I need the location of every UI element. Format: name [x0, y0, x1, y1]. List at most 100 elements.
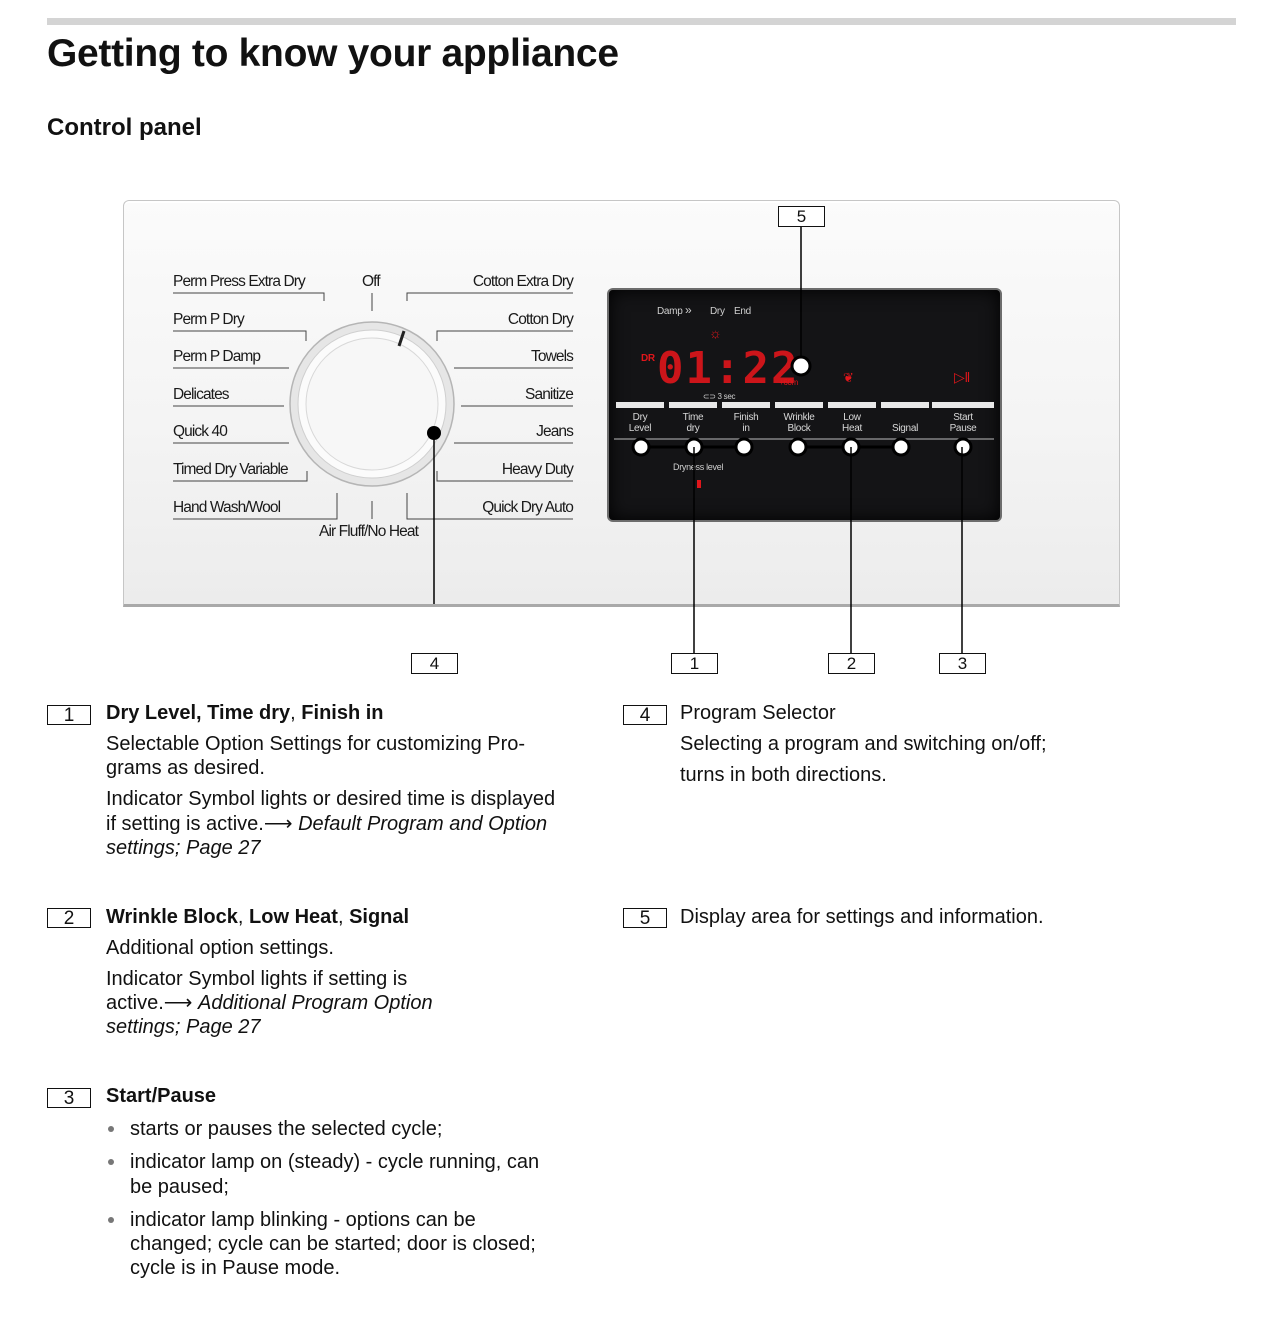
start-pause-icon: ▷‖ [954, 369, 970, 385]
title-part: , [337, 906, 350, 928]
program-label: Perm P Damp [173, 348, 261, 365]
cross-reference-link[interactable]: settings; Page 27 [106, 1016, 261, 1038]
title-part: , [237, 906, 250, 928]
bullet-dot [108, 1217, 114, 1223]
page-title: Getting to know your appliance [47, 32, 619, 75]
bullet-dot [108, 1159, 114, 1165]
callout-2: 2 [828, 653, 875, 674]
plus60-indicator: +60m [779, 378, 799, 387]
program-label: Delicates [173, 386, 230, 403]
button-label: Low [843, 412, 861, 423]
dr-indicator: DR [641, 353, 655, 364]
program-label: Cotton Extra Dry [472, 273, 574, 290]
item-1-text: if setting is active.⟶ Default Program a… [106, 812, 547, 836]
title-part: Low Heat [249, 906, 338, 928]
item-number-2: 2 [47, 908, 91, 928]
cross-reference-link[interactable]: settings; Page 27 [106, 837, 261, 859]
program-label: Perm P Dry [173, 311, 245, 328]
option-button-bars [614, 402, 994, 488]
program-label: Towels [531, 348, 574, 365]
progress-chevron-icon: » [685, 303, 692, 317]
item-2-text: Additional option settings. [106, 937, 334, 959]
status-end: End [734, 306, 751, 317]
program-label: Cotton Dry [507, 311, 574, 328]
item-4-text: turns in both directions. [680, 764, 887, 786]
key-icon: ⊂⊃ [702, 392, 718, 401]
item-1-text: settings; Page 27 [106, 836, 261, 860]
bullet-text: indicator lamp on (steady) - cycle runni… [130, 1151, 540, 1173]
program-label: Quick 40 [173, 423, 228, 440]
button-label: Level [628, 423, 652, 434]
lock-hold-label: ⊂⊃ 3 sec [669, 391, 769, 402]
item-1-title: Dry Level, Time dry, Finish in [106, 701, 384, 725]
button-label: Finish [733, 412, 759, 423]
text-part: active.⟶ [106, 992, 199, 1014]
callout-4: 4 [411, 653, 458, 674]
item-3-title: Start/Pause [106, 1084, 216, 1108]
lock-hold-text: 3 sec [717, 392, 736, 401]
status-dry: Dry [710, 306, 725, 317]
title-part: Signal [349, 906, 410, 928]
title-part: Wrinkle Block [106, 906, 238, 928]
button-label: Heat [842, 423, 862, 434]
program-label: Sanitize [525, 386, 574, 403]
button-label: Signal [892, 423, 918, 434]
text-part: if setting is active.⟶ [106, 813, 299, 835]
item-5-text: Display area for settings and informatio… [680, 906, 1044, 928]
title-part: , [290, 702, 302, 724]
button-label: Wrinkle [783, 412, 815, 423]
button-label: Pause [949, 423, 977, 434]
item-1-text: Indicator Symbol lights or desired time … [106, 788, 556, 810]
item-4-title: Program Selector [680, 702, 836, 724]
program-label-off: Off [362, 273, 381, 290]
item-4-text: Selecting a program and switching on/off… [680, 733, 1047, 755]
button-label: in [742, 423, 750, 434]
callout-1: 1 [671, 653, 718, 674]
item-number-3: 3 [47, 1088, 91, 1108]
program-label: Heavy Duty [501, 461, 574, 478]
bullet-continuation: cycle is in Pause mode. [130, 1257, 341, 1279]
button-label: Time [682, 412, 704, 423]
program-label: Perm Press Extra Dry [173, 273, 306, 290]
bullet-text: starts or pauses the selected cycle; [130, 1118, 443, 1140]
program-label: Timed Dry Variable [173, 461, 289, 478]
header-rule [47, 18, 1236, 25]
button-label: Start [953, 412, 973, 423]
time-readout: 01:22 [657, 343, 800, 394]
cross-reference-link[interactable]: Default Program and Option [298, 813, 548, 835]
item-number-5: 5 [623, 908, 667, 928]
title-part: Dry Level, Time dry [106, 702, 291, 724]
program-label: Hand Wash/Wool [173, 499, 281, 516]
status-damp: Damp [657, 306, 683, 317]
program-label: Jeans [536, 423, 574, 440]
callout-5: 5 [778, 206, 825, 227]
bullet-item: starts or pauses the selected cycle; [108, 1117, 443, 1141]
button-signal[interactable]: Signal [881, 412, 929, 434]
bullet-item: indicator lamp blinking - options can be [108, 1208, 476, 1232]
item-number-4: 4 [623, 705, 667, 725]
item-1-text: grams as desired. [106, 757, 265, 779]
button-label: Block [787, 423, 811, 434]
dryness-level-label: Dryness level [673, 462, 724, 472]
program-label-air-fluff: Air Fluff/No Heat [319, 523, 419, 540]
item-2-text: active.⟶ Additional Program Option [106, 991, 433, 1015]
cross-reference-link[interactable]: Additional Program Option [198, 992, 433, 1014]
button-label: Dry [632, 412, 648, 423]
low-heat-icon: ❦ [843, 370, 854, 385]
program-selector-dial [173, 292, 573, 604]
display-area: Damp » Dry End ☼ DR 01:22 +60m ❦ ▷‖ ⊂⊃ 3… [609, 290, 1000, 520]
item-1-text: Selectable Option Settings for customizi… [106, 733, 526, 755]
item-2-text: settings; Page 27 [106, 1015, 261, 1039]
bullet-text: indicator lamp blinking - options can be [130, 1209, 476, 1231]
item-2-title: Wrinkle Block, Low Heat, Signal [106, 905, 409, 929]
title-part: Start/Pause [106, 1085, 217, 1107]
section-title: Control panel [47, 114, 202, 141]
bullet-item: indicator lamp on (steady) - cycle runni… [108, 1150, 540, 1174]
title-part: Finish in [301, 702, 384, 724]
